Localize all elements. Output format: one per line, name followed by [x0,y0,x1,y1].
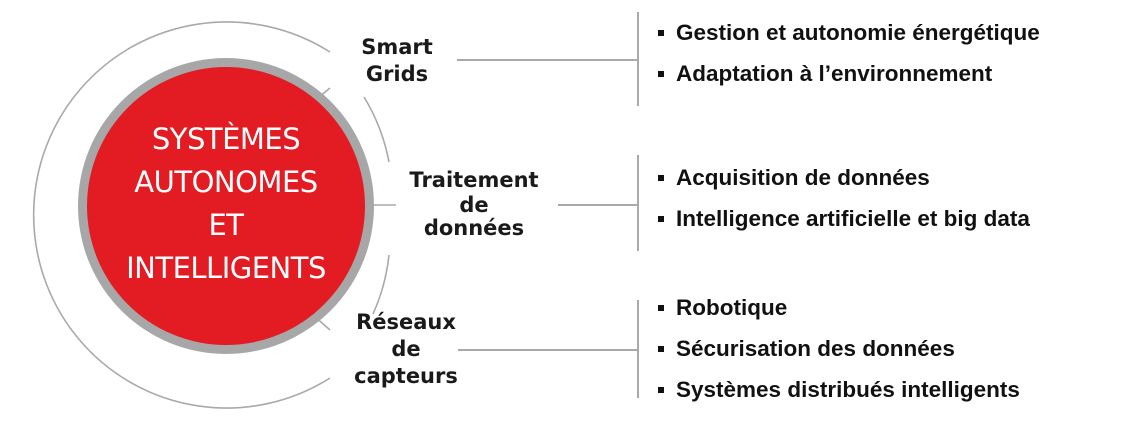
list-item: Acquisition de données [658,157,1030,198]
bullet-list-reseaux-de-capteurs: Robotique Sécurisation des données Systè… [658,287,1020,410]
branch-label-reseaux-de-capteurs: Réseaux de capteurs [344,309,468,390]
bullet-square-icon [658,215,664,222]
bullet-list-smart-grids: Gestion et autonomie énergétique Adaptat… [658,12,1040,94]
branch-label-smart-grids: Smart Grids [352,34,442,88]
list-item: Intelligence artificielle et big data [658,198,1030,239]
bullet-square-icon [658,29,664,36]
bullet-square-icon [658,386,664,393]
center-title-line: INTELLIGENTS [126,251,326,285]
center-disc [87,67,365,345]
list-item: Robotique [658,287,1020,328]
branch-label-line: Smart [361,35,433,59]
list-item: Gestion et autonomie énergétique [658,12,1040,53]
branch-label-line: Traitement [409,168,539,192]
bullet-square-icon [658,174,664,181]
center-title-line: ET [208,208,244,242]
bullet-square-icon [658,70,664,77]
list-item: Systèmes distribués intelligents [658,369,1020,410]
branch-label-line: de [459,193,489,217]
branch-label-traitement-de-donnees: Traitement de données [398,167,550,240]
center-title-line: SYSTÈMES [151,122,301,156]
branch-label-line: Réseaux [356,310,456,334]
branch-connectors [457,59,638,351]
branch-label-line: de [391,337,421,361]
bullet-list-traitement-de-donnees: Acquisition de données Intelligence arti… [658,157,1030,239]
center-title-line: AUTONOMES [134,165,318,199]
branch-label-line: données [423,216,525,240]
bullet-square-icon [658,304,664,311]
branch-label-line: capteurs [354,364,458,388]
center-title: SYSTÈMES AUTONOMES ET INTELLIGENTS [78,118,374,290]
list-item: Adaptation à l’environnement [658,53,1040,94]
branch-label-line: Grids [365,62,429,86]
outer-orbit [32,21,390,409]
bullet-square-icon [658,345,664,352]
list-item: Sécurisation des données [658,328,1020,369]
